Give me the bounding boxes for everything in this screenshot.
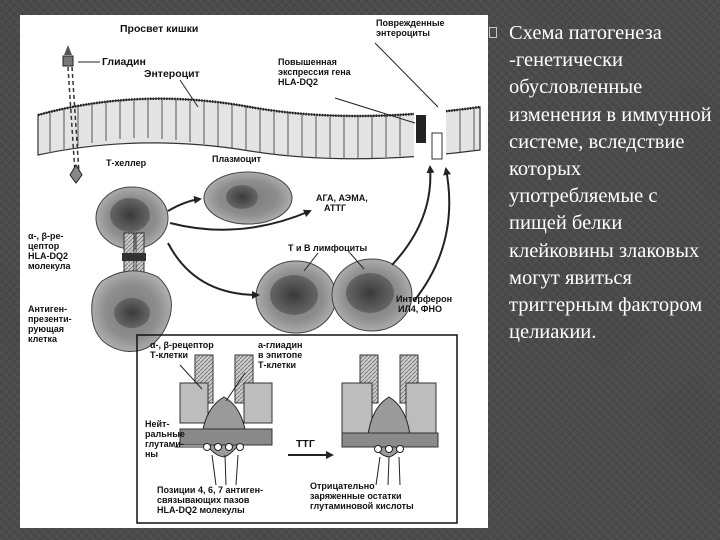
hla-dq2-receptor xyxy=(122,232,146,274)
epithelium-layer xyxy=(37,97,481,160)
inset-pointers xyxy=(175,364,401,486)
tcell-receptor-label: α-, β-рецептор Т-клетки xyxy=(150,340,216,360)
molecular-inset-box xyxy=(136,334,458,524)
negative-residues-label: Отрицательно заряженные остатки глутамин… xyxy=(310,481,414,511)
inset-left-complex xyxy=(179,354,273,458)
gliadin-label: Глиадин xyxy=(102,56,146,68)
neutral-glutamines-label: Нейт- ральные глутами- ны xyxy=(145,419,187,459)
plasma-cell-label: Плазмоцит xyxy=(212,154,262,164)
ttg-label: ТТГ xyxy=(296,438,315,450)
receptor-label: α-, β-ре- цептор HLA-DQ2 молекула xyxy=(28,231,72,271)
t-helper-label: Т-хеллер xyxy=(106,158,147,168)
slide-caption: Схема патогенеза -генетически обусловлен… xyxy=(509,22,712,344)
lymphocytes-label: Т и В лимфоциты xyxy=(288,243,368,253)
b-lymphocyte xyxy=(331,258,413,332)
plasma-cell xyxy=(203,171,293,225)
enterocyte-label: Энтероцит xyxy=(144,68,200,80)
t-lymphocyte xyxy=(255,260,337,334)
bullet-icon xyxy=(489,27,497,38)
lumen-label: Просвет кишки xyxy=(120,23,198,35)
antibodies-label: АГА, АЭМА, АТТГ xyxy=(316,193,370,213)
damaged-enterocytes-label: Поврежденные энтероциты xyxy=(376,18,447,38)
gliadin-epitope-label: а-глиадин в эпитопе Т-клетки xyxy=(258,340,305,370)
inset-right-complex xyxy=(341,354,439,458)
pathogenesis-diagram: Просвет кишки Поврежденные энтероциты Гл… xyxy=(20,15,488,528)
pathway-arrows xyxy=(167,165,452,302)
gliadin-peptide xyxy=(62,45,83,184)
t-helper-cell xyxy=(95,186,169,250)
apc-label: Антиген- презенти- рующая клетка xyxy=(28,304,74,344)
antigen-presenting-cell xyxy=(91,270,172,352)
hla-expression-label: Повышенная экспрессия гена HLA-DQ2 xyxy=(278,57,353,87)
positions-label: Позиции 4, 6, 7 антиген- связывающих паз… xyxy=(157,485,266,515)
interferon-label: Интерферон ИЛ4, ФНО xyxy=(396,294,455,314)
